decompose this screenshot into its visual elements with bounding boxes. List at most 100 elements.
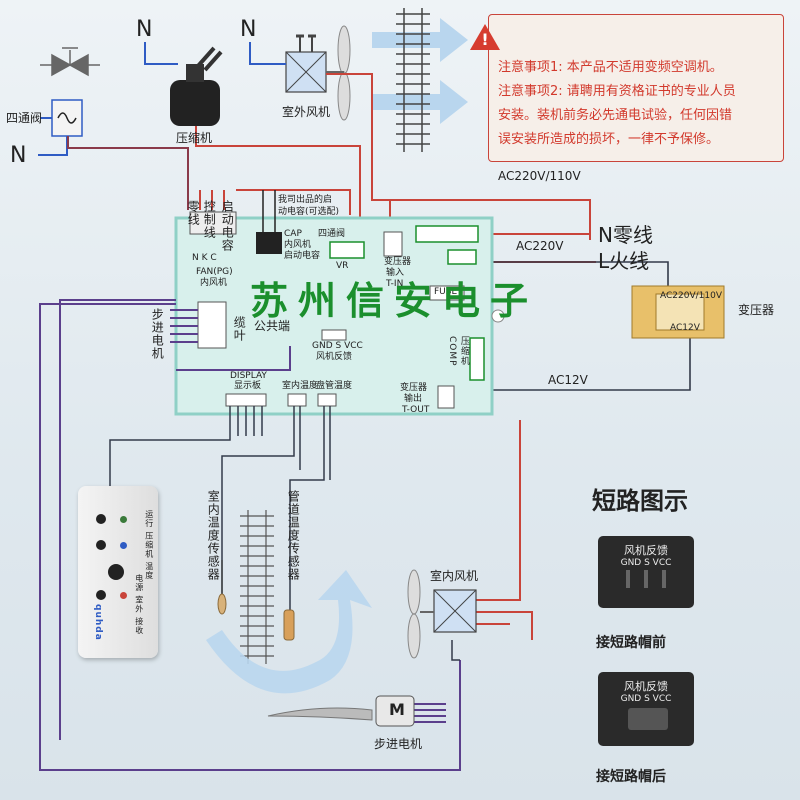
stepper-bottom-label: 步进电机 [374,737,423,751]
stepper-wires [39,299,461,771]
remote-receiver [108,564,124,580]
header-before-icon: 风机反馈 GND S VCC [598,536,694,608]
indoor-fan-icon [407,569,477,659]
board-mount-icon [491,309,505,323]
outdoor-coil-icon [396,8,430,152]
room-temp-label: 室内温度 [282,381,319,391]
compressor-label: 压缩机 [176,131,213,145]
brand-watermark: 苏州信安电子 [250,279,539,323]
trans-out-connector [437,385,455,409]
stepper-motor-icon [375,695,415,727]
airflow-arrow-top-2 [372,80,468,124]
header-after-pins: GND S VCC [620,694,672,704]
transformer-box-bottom: AC12V [670,323,700,333]
notice-box [488,14,784,162]
trans-out-label-1: 变压器 [400,383,428,393]
trans-out-label-3: T-OUT [402,405,430,415]
after-cap-label: 接短路帽后 [596,769,666,785]
common-label: 公共端 [254,319,291,333]
display-connector [225,393,267,407]
ac220-label: AC220V [516,239,564,253]
louver-label: 缆叶 [232,316,247,342]
n-outdoor-fan-label: N [240,17,257,42]
warning-icon [470,24,500,50]
cap-capacitor-icon [256,232,282,254]
before-cap-label: 接短路帽前 [596,635,666,651]
fuse-label: FUSE [434,287,458,297]
control-line-label: 控制线 [202,200,217,239]
display-label-2: 显示板 [234,381,262,391]
n-line-label: N零线 [598,223,653,247]
short-circuit-title: 短路图示 [592,487,688,515]
relay-block-1 [415,225,479,243]
valve-icon [40,47,100,77]
louver-blade-icon [267,707,373,721]
header-before-pins: GND S VCC [620,558,672,568]
display-panel-remote: quhda 电源 室外 接收 运行 压缩机 温度 [78,486,158,658]
nkc-label: N K C [192,253,217,263]
header-before-label: 风机反馈 [624,544,668,557]
indoor-fan-wires [476,420,533,640]
fan-feedback-connector [321,329,347,341]
compressor-icon [170,46,223,126]
remote-row-2: 运行 压缩机 温度 [144,510,154,581]
cap-note-1: 我司出品的启 [278,195,333,205]
remote-brand: quhda [92,604,103,641]
nkc-terminal [189,211,237,235]
display-wires [109,406,331,620]
fan-feedback-pins: GND S VCC [312,341,363,351]
motor-letter: M [389,700,405,719]
pipe-sensor-icon [283,609,295,641]
fuse-icon [429,285,465,301]
room-sensor-icon [217,560,227,615]
room-sensor-label: 室内温度传感器 [206,490,221,581]
jumper-cap-icon [628,708,668,730]
relay-block-2 [447,249,477,265]
remote-led-2 [120,542,127,549]
header-after-label: 风机反馈 [624,680,668,693]
four-way-board-label: 四通阀 [318,229,346,239]
pipe-temp-connector [317,393,337,407]
cap-label-3: 启动电容 [284,251,321,261]
header-after-icon: 风机反馈 GND S VCC [598,672,694,746]
notice-line-4: 误安装所造成的损坏，一律不予保修。 [498,132,720,147]
display-label-1: DISPLAY [230,371,267,381]
n-valve-label: N [10,143,27,168]
zero-line-label: 零线 [186,200,201,226]
fan-pg-label-1: FAN(PG) [196,267,233,277]
remote-button-2 [96,540,106,550]
notice-line-2: 注意事项2: 请聘用有资格证书的专业人员 [498,84,736,99]
trans-in-label-2: 输入 [386,268,405,278]
four-way-valve-label: 四通阀 [6,111,43,125]
remote-led-1 [120,516,127,523]
trans-in-connector [383,231,403,257]
cap-label-1: CAP [284,229,302,239]
four-way-relay [329,241,365,259]
indoor-coil-icon [240,510,274,664]
trans-in-label-1: 变压器 [384,257,412,267]
outdoor-fan-label: 室外风机 [282,105,331,119]
notice-line-1: 注意事项1: 本产品不适用变频空调机。 [498,60,723,75]
remote-led-3 [120,592,127,599]
fan-feedback-label: 风机反馈 [316,352,353,362]
room-temp-connector [287,393,307,407]
cap-note-2: 动电容(可选配) [278,207,340,217]
pipe-sensor-label: 管道温度传感器 [286,490,301,581]
vr-label: VR [336,261,349,271]
stepper-connector [197,301,227,349]
notice-line-3: 安装。装机前务必先通电试验，任何因错 [498,108,733,123]
trans-in-label-3: T-IN [386,279,404,289]
transformer-box-top: AC220V/110V [660,291,722,301]
outdoor-fan-icon [285,25,351,121]
cap-label-2: 内风机 [284,240,312,250]
l-line-label: L火线 [598,249,650,273]
start-cap-label: 启动电容 [220,200,235,252]
n-compressor-label: N [136,17,153,42]
comp-board-label: 压缩机 [458,336,469,366]
neutral-wires [38,42,286,156]
fan-pg-label-2: 内风机 [200,278,228,288]
warning-exclamation: ! [481,30,489,49]
remote-button-1 [96,514,106,524]
